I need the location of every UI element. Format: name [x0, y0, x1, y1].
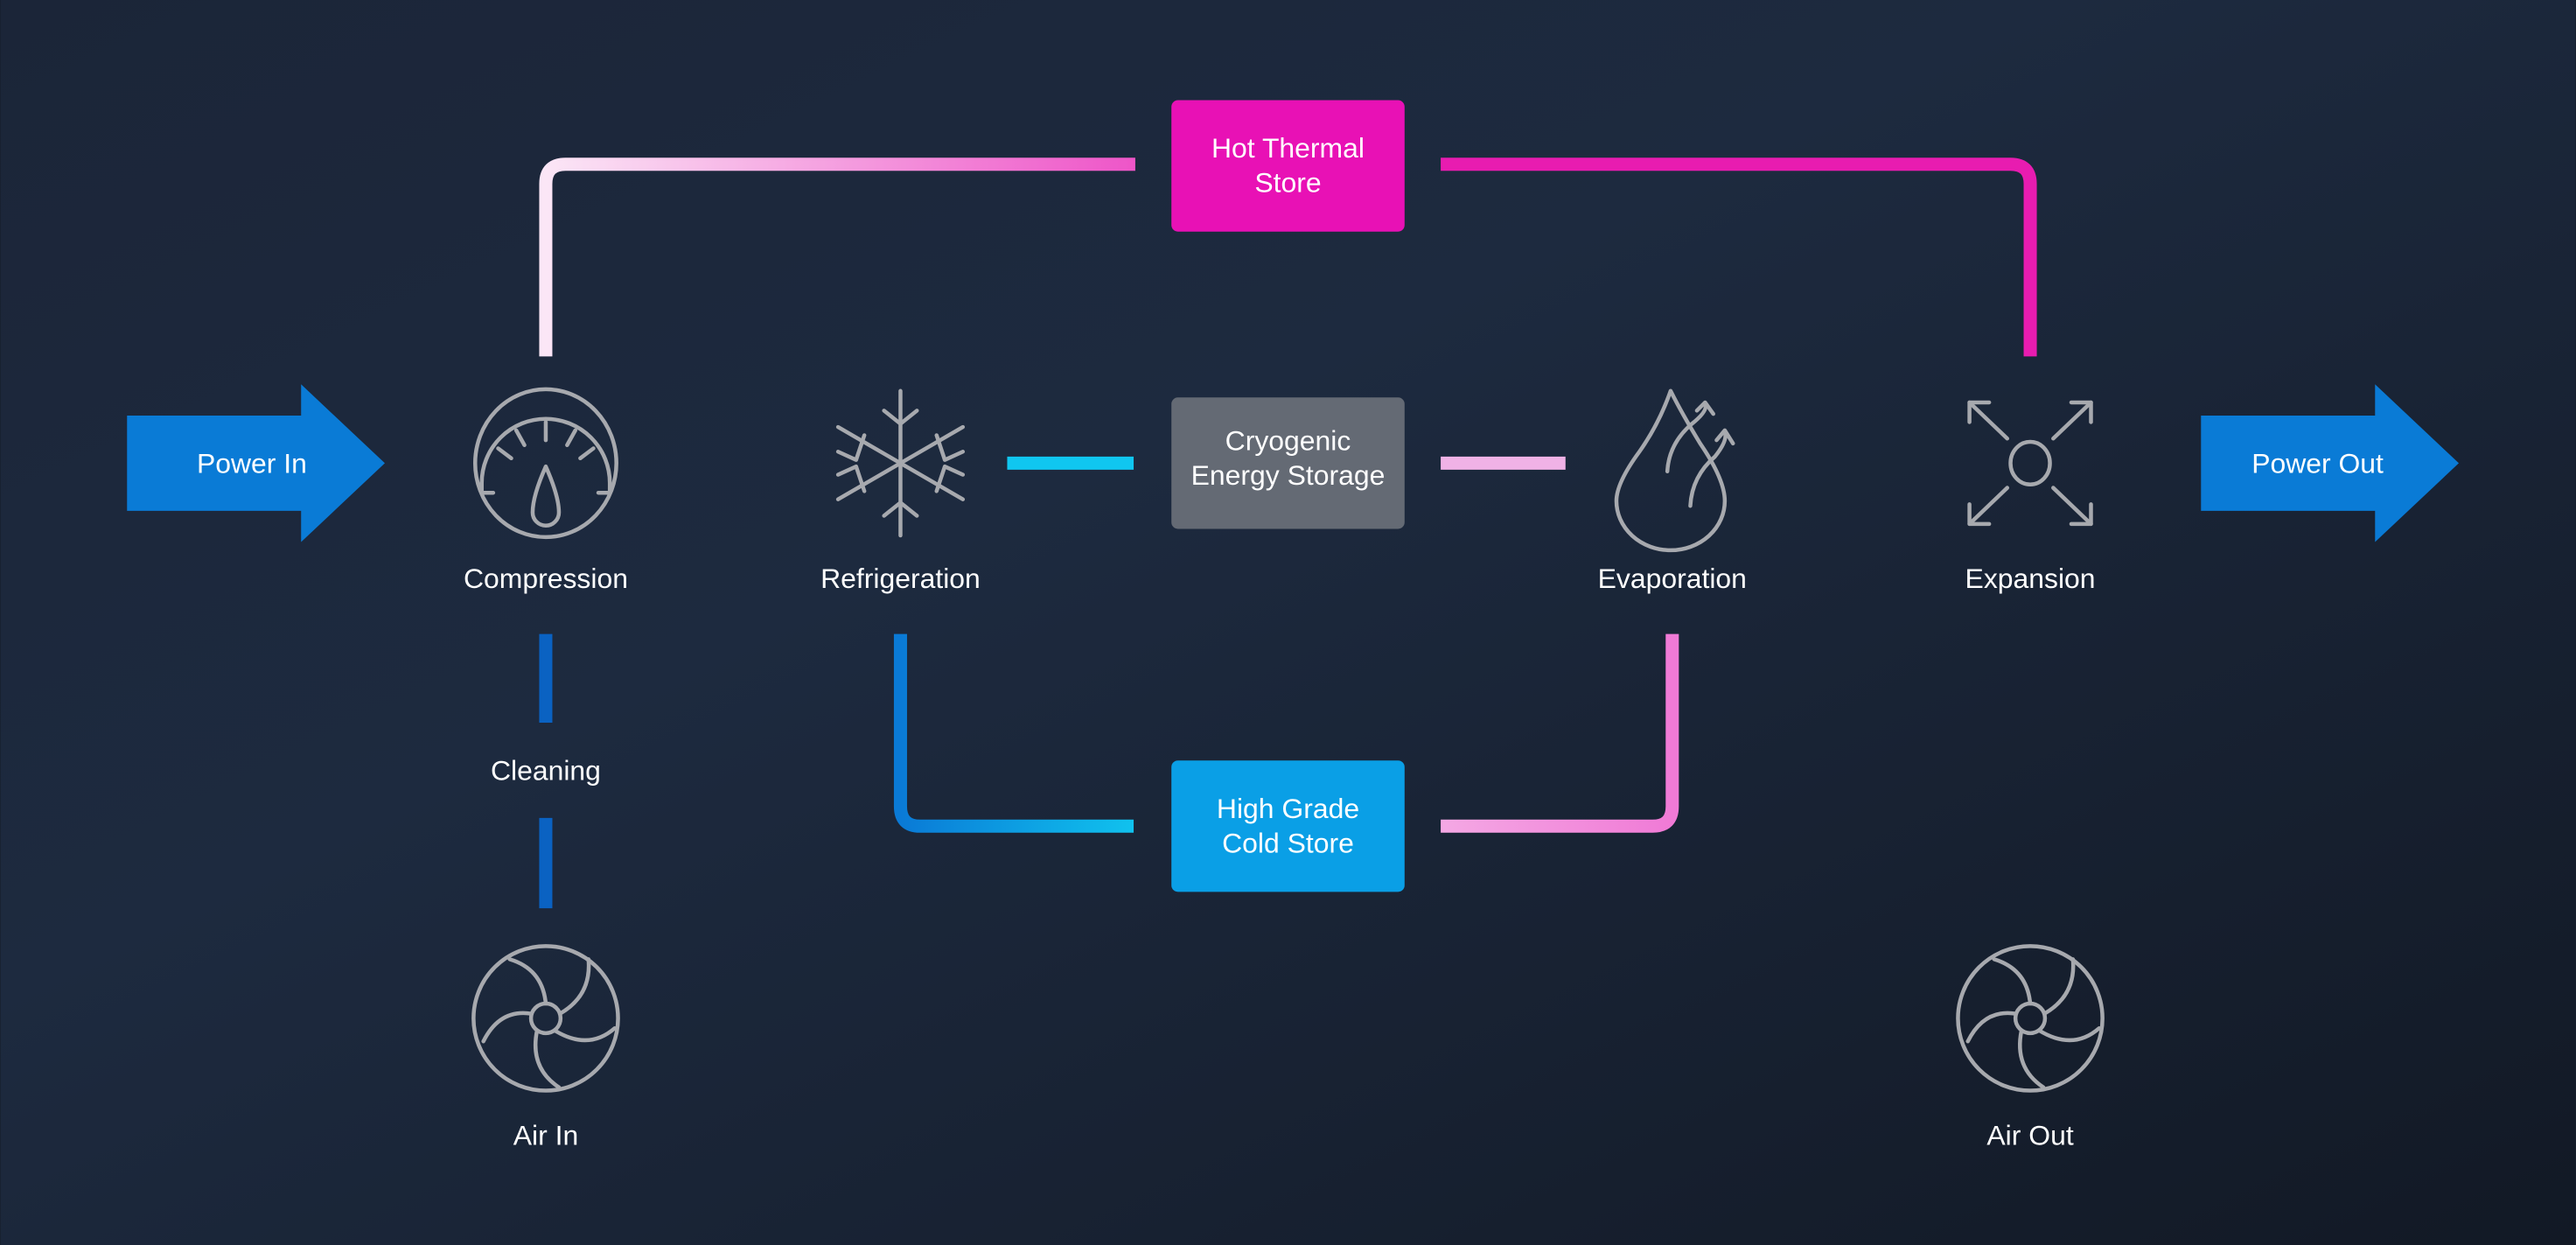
air-out-label: Air Out	[1986, 1119, 2073, 1151]
high-grade-cold-store: High Grade Cold Store	[1171, 760, 1405, 892]
connector-evaporation-cold-store	[1441, 633, 1679, 833]
expand-arrows-icon	[1967, 400, 2093, 527]
evaporating-drop-icon	[1614, 388, 1735, 553]
power-in-arrow: Power In	[127, 384, 385, 542]
cleaning-label: Cleaning	[491, 755, 601, 787]
power-in-label: Power In	[197, 448, 307, 479]
gauge-icon	[472, 387, 618, 540]
cryo-label-1: Cryogenic	[1225, 424, 1351, 456]
fan-icon	[471, 944, 620, 1093]
hot-store-label-1: Hot Thermal	[1211, 132, 1365, 164]
refrigeration-label: Refrigeration	[820, 563, 981, 594]
hot-store-label-2: Store	[1254, 167, 1321, 199]
evaporation-label: Evaporation	[1598, 563, 1747, 594]
connector-refrigeration-cold-store	[893, 633, 1134, 833]
air-in-label: Air In	[513, 1119, 578, 1151]
snowflake-icon	[835, 388, 966, 538]
expansion-label: Expansion	[1965, 563, 2096, 594]
connector-compression-hot-store	[539, 157, 1135, 357]
hot-thermal-store: Hot Thermal Store	[1171, 100, 1405, 232]
fan-icon	[1956, 944, 2105, 1093]
cryo-label-2: Energy Storage	[1191, 459, 1386, 491]
connector-hot-store-expansion	[1441, 157, 2037, 357]
compression-label: Compression	[464, 563, 628, 594]
power-out-label: Power Out	[2251, 448, 2384, 479]
cold-store-label-1: High Grade	[1217, 793, 1359, 824]
cold-store-label-2: Cold Store	[1222, 827, 1354, 858]
cryogenic-energy-storage: Cryogenic Energy Storage	[1171, 397, 1405, 529]
power-out-arrow: Power Out	[2201, 384, 2460, 542]
